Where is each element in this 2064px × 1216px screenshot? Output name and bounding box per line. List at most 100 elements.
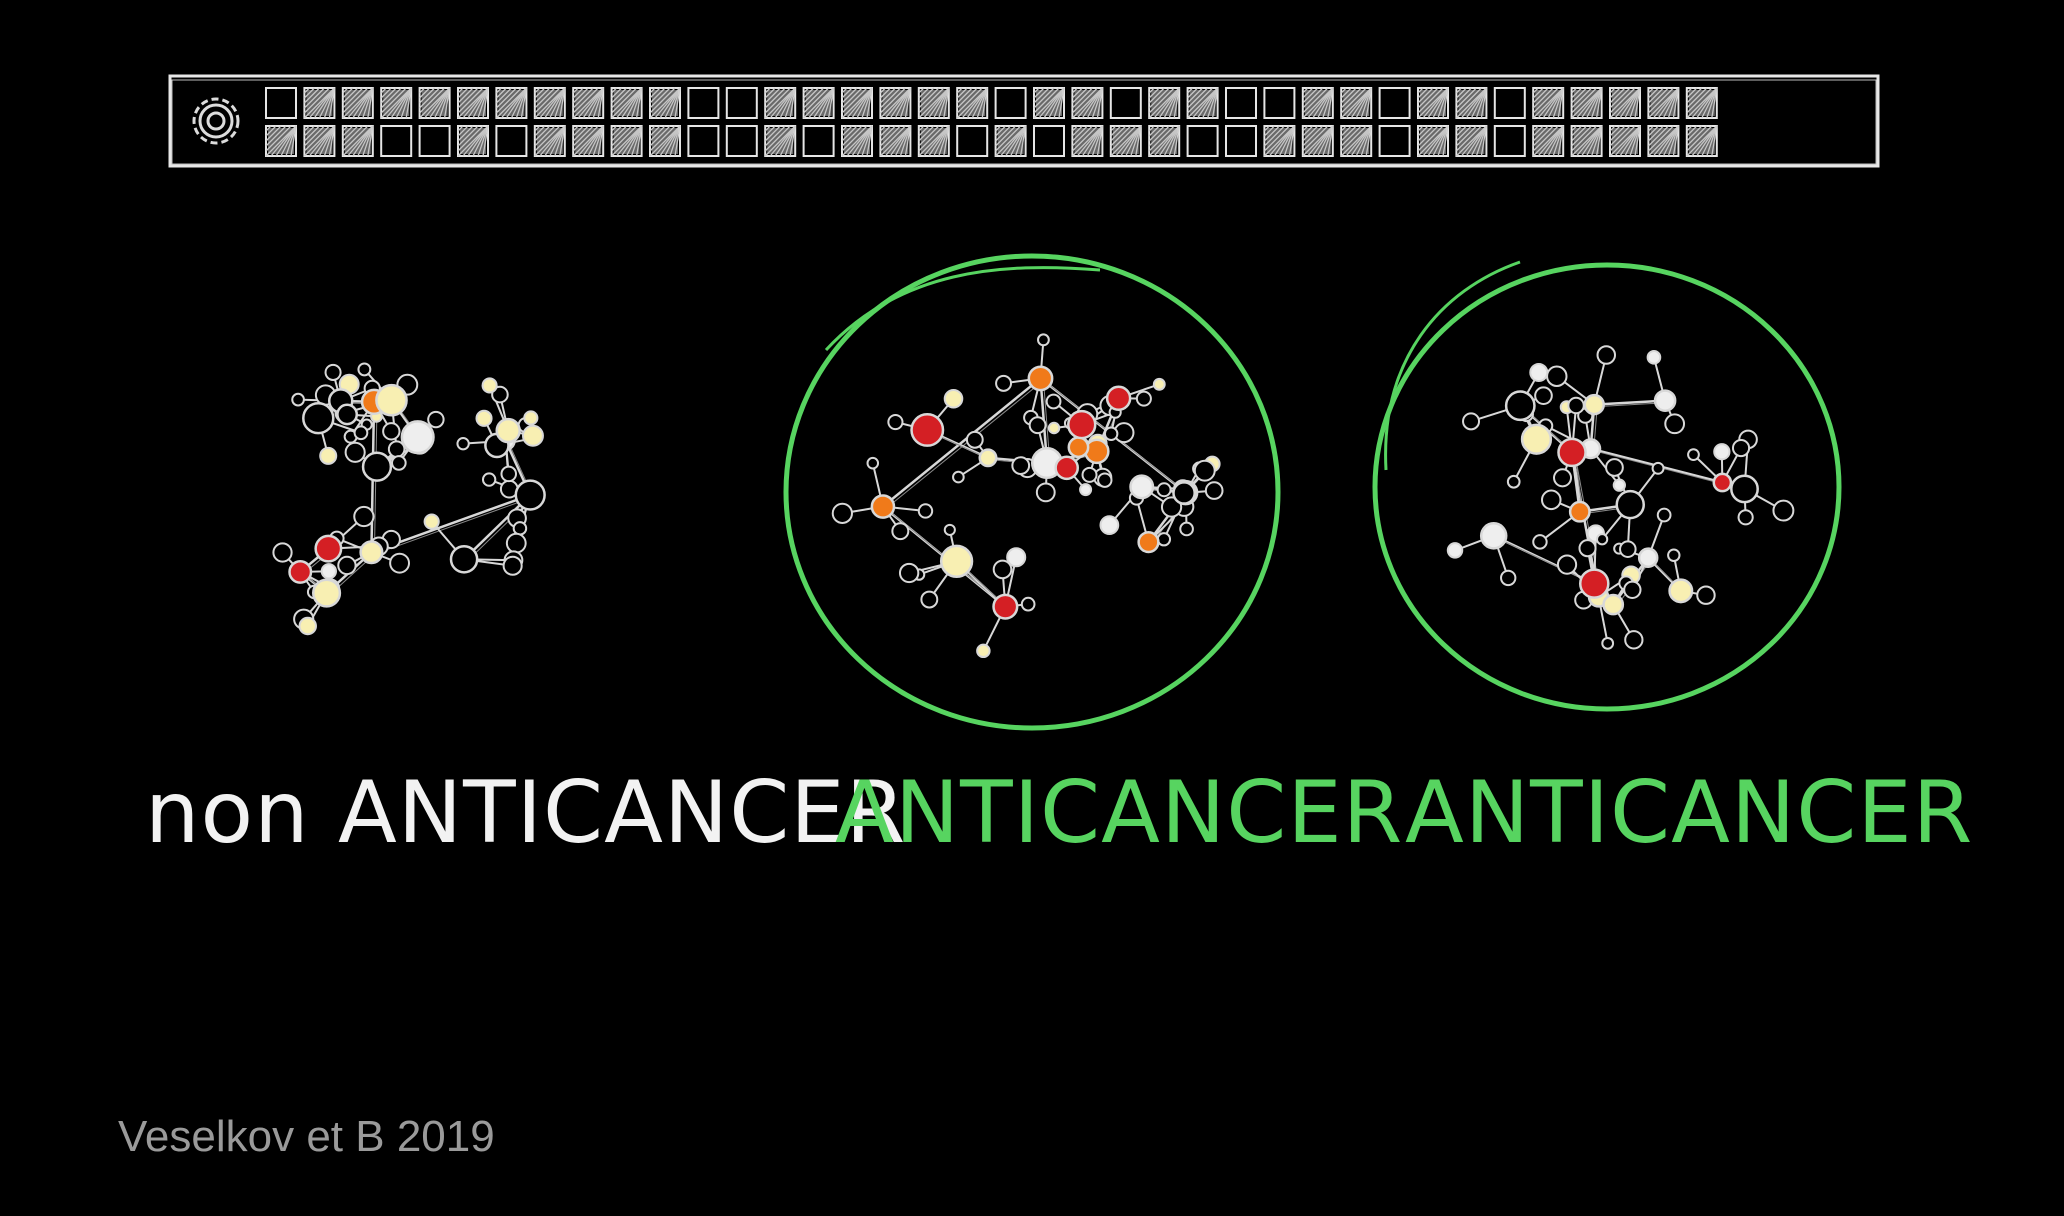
fingerprint-bits [265,87,1718,157]
fingerprint-bit-on [1532,87,1565,119]
atom [943,388,964,409]
fingerprint-bit-off [687,125,720,157]
fingerprint-bit-on [1455,87,1488,119]
atom [1193,459,1216,482]
fingerprint-bit-on [1647,87,1680,119]
fingerprint-bit-on [841,87,873,119]
atom [1737,509,1754,526]
atom [320,563,337,580]
fingerprint-bit-off [1493,87,1526,119]
fingerprint-bit-on [303,125,336,157]
atom [1605,458,1624,477]
fingerprint-bit-off [265,87,297,119]
atom [1097,472,1113,488]
atom [375,383,408,417]
atom [976,643,991,659]
atom [522,424,544,447]
atom [1462,412,1481,431]
atom [298,616,317,636]
atom [1035,482,1056,503]
fingerprint-bit-off [495,125,528,157]
atom [481,377,498,394]
atom [1506,474,1521,489]
fingerprint-bit-on [917,125,950,157]
atom [449,544,479,574]
fingerprint-bit-off [1109,87,1142,119]
atom [361,451,393,482]
highlight-circle-2 [1372,260,1842,712]
atom [1553,468,1573,488]
fingerprint-bit-off [1186,125,1219,157]
atom [500,465,518,483]
atom [887,413,904,431]
fingerprint-bit-on [1301,87,1334,119]
atom [502,555,523,576]
atom [1037,333,1050,347]
atom [1204,481,1224,500]
atom [1667,548,1681,562]
fingerprint-bit-on [649,87,681,119]
molecule-anticancer-1 [831,333,1224,659]
atom [1103,426,1119,441]
atom [1129,474,1155,500]
fingerprint-bit-on [1685,87,1718,119]
atom [1567,396,1585,415]
atom [491,385,509,404]
fingerprint-bit-off [1378,125,1411,157]
fingerprint-bit-on [1455,125,1488,157]
molecule-non-anticancer [272,362,546,636]
atom [1646,350,1662,365]
fingerprint-bit-off [1263,87,1296,119]
atom [1637,547,1659,568]
fingerprint-bit-on [841,125,873,157]
atom [291,392,305,407]
atom [866,456,880,470]
fingerprint-bit-on [917,87,950,119]
atom [336,403,359,426]
fingerprint-bit-on [994,125,1027,157]
atom [965,430,984,449]
fingerprint-bit-on [1570,87,1603,119]
atom [1731,438,1751,458]
atom [1557,437,1587,468]
fingerprint-bit-on [1340,87,1373,119]
atom [523,410,539,426]
atom [1534,386,1553,405]
atom [1027,365,1054,392]
atom [423,513,440,530]
atom [1668,578,1694,604]
molecule-anticancer-2 [1446,345,1795,650]
atom [1137,531,1160,554]
atom [302,401,335,435]
atom [512,521,528,536]
atom [1504,390,1536,422]
atom [1772,499,1795,522]
atom [1623,580,1642,599]
atom [1713,443,1731,461]
atom [324,363,342,381]
fingerprint-bit-off [1225,125,1257,157]
atom [1696,585,1716,605]
atom [1179,521,1194,537]
atom [1006,547,1027,568]
atom [1500,569,1517,587]
fingerprint-bit-off [418,125,451,157]
atom [1156,482,1172,498]
atom [1028,416,1047,435]
atom [1067,409,1097,440]
atom [1020,596,1036,612]
gear-icon [192,97,240,145]
atom [992,593,1019,620]
fingerprint-bit-on [764,125,797,157]
atom [1687,448,1700,461]
atom [1578,539,1597,558]
atom [1446,542,1464,559]
fingerprint-bit-off [1225,87,1257,119]
atom [1532,534,1548,550]
atom [1656,507,1672,523]
fingerprint-bit-off [687,87,720,119]
fingerprint-bit-on [303,87,336,119]
atom [1479,522,1508,550]
atom [992,559,1013,580]
